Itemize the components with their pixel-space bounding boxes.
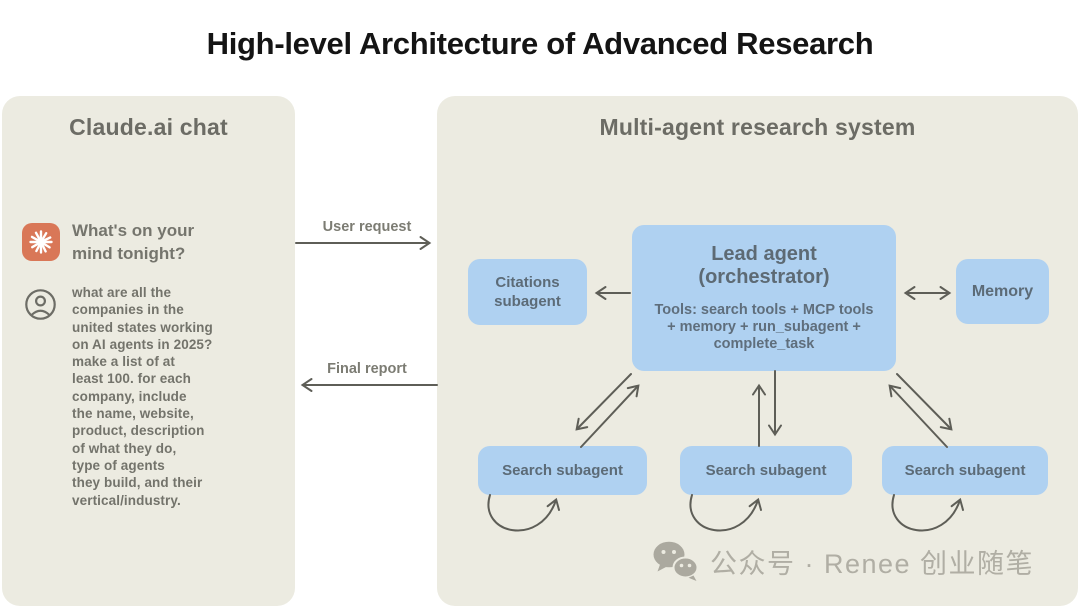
user-chat-message: what are all the companies in the united… xyxy=(72,285,213,508)
watermark: 公众号 · Renee 创业随笔 xyxy=(652,540,1034,583)
final-report-label: Final report xyxy=(327,361,407,377)
person-icon xyxy=(24,288,57,321)
chat-greeting: What's on your mind tonight? xyxy=(72,221,195,263)
watermark-text: 公众号 · Renee 创业随笔 xyxy=(710,549,1035,579)
citations-subagent-node: Citations subagent xyxy=(468,259,587,325)
multi-agent-panel-title: Multi-agent research system xyxy=(599,114,916,140)
search-subagent-node-1: Search subagent xyxy=(478,446,647,495)
user-request-label: User request xyxy=(322,219,412,235)
search-subagent-node-2: Search subagent xyxy=(680,446,852,495)
lead-agent-node: Lead agent (orchestrator) Tools: search … xyxy=(632,225,896,371)
claude-chat-panel-title: Claude.ai chat xyxy=(69,114,228,140)
memory-node: Memory xyxy=(956,259,1049,324)
search-subagent-node-3: Search subagent xyxy=(882,446,1048,495)
claude-logo-icon xyxy=(22,223,60,261)
wechat-icon xyxy=(653,541,699,581)
lead-agent-title: Lead agent (orchestrator) xyxy=(698,243,830,288)
claude-chat-panel: Claude.ai chat What's xyxy=(2,96,295,606)
lead-agent-tools: Tools: search tools + MCP tools + memory… xyxy=(654,302,874,352)
claude-spark-icon xyxy=(29,230,53,254)
page-title: High-level Architecture of Advanced Rese… xyxy=(206,26,874,61)
